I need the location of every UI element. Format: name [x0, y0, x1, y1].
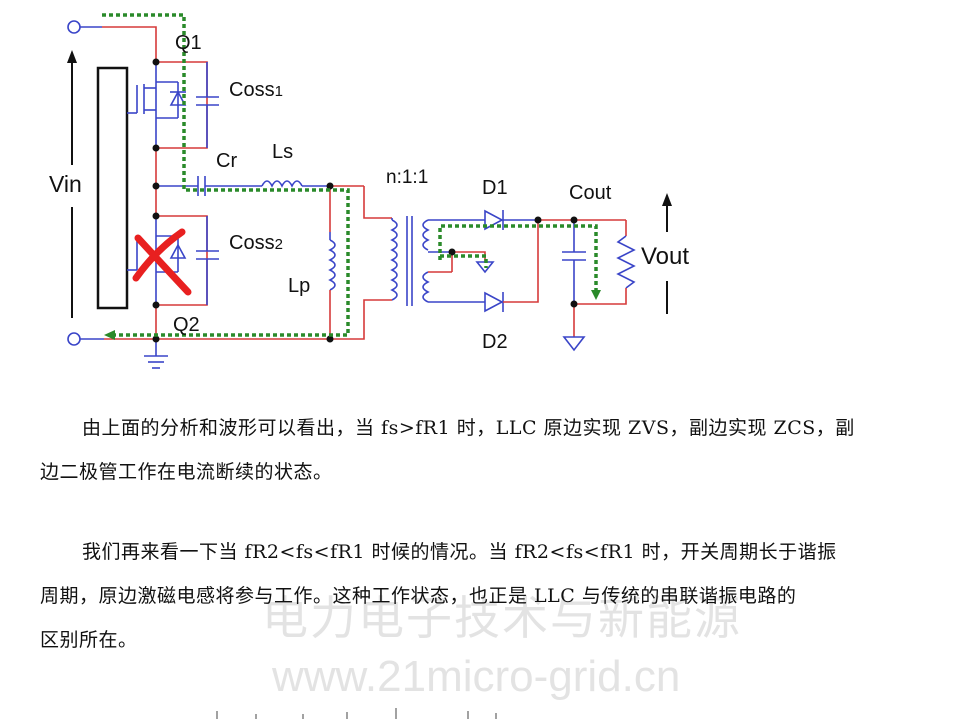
lp-label: Lp [288, 275, 310, 297]
current-path [102, 13, 598, 337]
junction-dots [152, 58, 578, 343]
paragraph-1-line-2: 边二极管工作在电流断续的状态。 [40, 461, 333, 483]
q2-label: Q2 [173, 314, 200, 336]
paragraph-2-line-1: 我们再来看一下当 fR2<fs<fR1 时候的情况。当 fR2<fs<fR1 时… [82, 541, 837, 563]
cr-label: Cr [216, 150, 237, 172]
vout-label: Vout [641, 243, 689, 270]
dc-source-box [96, 66, 129, 310]
llc-circuit-schematic: Q1 Coss1 Cr Ls Vin Coss2 Lp Q2 n:1:1 D1 … [49, 13, 689, 369]
lp-inductor-icon [328, 239, 336, 291]
vin-negative-terminal [67, 332, 81, 346]
paragraph-2: 我们再来看一下当 fR2<fs<fR1 时候的情况。当 fR2<fs<fR1 时… [40, 530, 940, 662]
ls-inductor-icon [261, 180, 303, 188]
d2-label: D2 [482, 331, 508, 353]
ground-icon [144, 355, 168, 369]
coss1-label: Coss1 [229, 79, 283, 101]
vin-label: Vin [49, 171, 82, 197]
transformer-primary-icon [390, 219, 398, 301]
paragraph-2-line-3: 区别所在。 [40, 629, 138, 651]
q2-disabled-cross-icon [132, 228, 192, 296]
output-ground-icon [562, 336, 586, 352]
turns-ratio-label: n:1:1 [386, 167, 428, 188]
d2-diode-icon [484, 291, 504, 313]
cout-label: Cout [569, 182, 612, 204]
load-resistor-icon [616, 235, 636, 289]
paragraph-1: 由上面的分析和波形可以看出，当 fs>fR1 时，LLC 原边实现 ZVS，副边… [40, 406, 940, 494]
coss2-label: Coss2 [229, 232, 283, 254]
ls-label: Ls [272, 141, 293, 163]
q1-label: Q1 [175, 32, 202, 54]
paragraph-2-line-2: 周期，原边激磁电感将参与工作。这种工作状态，也正是 LLC 与传统的串联谐振电路… [40, 585, 797, 607]
vin-positive-terminal [67, 20, 81, 34]
transformer-secondary-icon [422, 219, 430, 303]
paragraph-1-line-1: 由上面的分析和波形可以看出，当 fs>fR1 时，LLC 原边实现 ZVS，副边… [82, 417, 855, 439]
d1-label: D1 [482, 177, 508, 199]
q1-mosfet-icon [127, 81, 187, 119]
next-figure-fragment [216, 708, 497, 719]
